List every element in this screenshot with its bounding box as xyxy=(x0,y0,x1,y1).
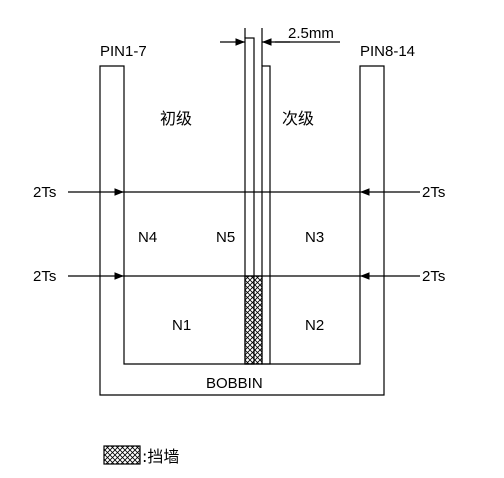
bobbin-label: BOBBIN xyxy=(206,375,263,392)
turns-label-left-top: 2Ts xyxy=(33,184,56,201)
turns-label-right-top: 2Ts xyxy=(422,184,445,201)
gap-label: 2.5mm xyxy=(288,25,334,42)
winding-n3-label: N3 xyxy=(305,229,324,246)
margin-wall-hatch xyxy=(244,275,263,365)
winding-n4-label: N4 xyxy=(138,229,157,246)
legend-hatch-swatch xyxy=(103,445,141,465)
secondary-label: 次级 xyxy=(282,109,314,128)
winding-n5-label: N5 xyxy=(216,229,235,246)
primary-label: 初级 xyxy=(160,109,192,128)
pin-left-label: PIN1-7 xyxy=(100,43,147,60)
legend-label: :挡墙 xyxy=(142,447,179,466)
pin-right-label: PIN8-14 xyxy=(360,43,415,60)
turns-label-right-bottom: 2Ts xyxy=(422,268,445,285)
center-barrier-right-rail xyxy=(261,65,271,365)
bobbin-outline xyxy=(99,65,385,396)
turns-label-left-bottom: 2Ts xyxy=(33,268,56,285)
winding-n1-label: N1 xyxy=(172,317,191,334)
winding-n2-label: N2 xyxy=(305,317,324,334)
